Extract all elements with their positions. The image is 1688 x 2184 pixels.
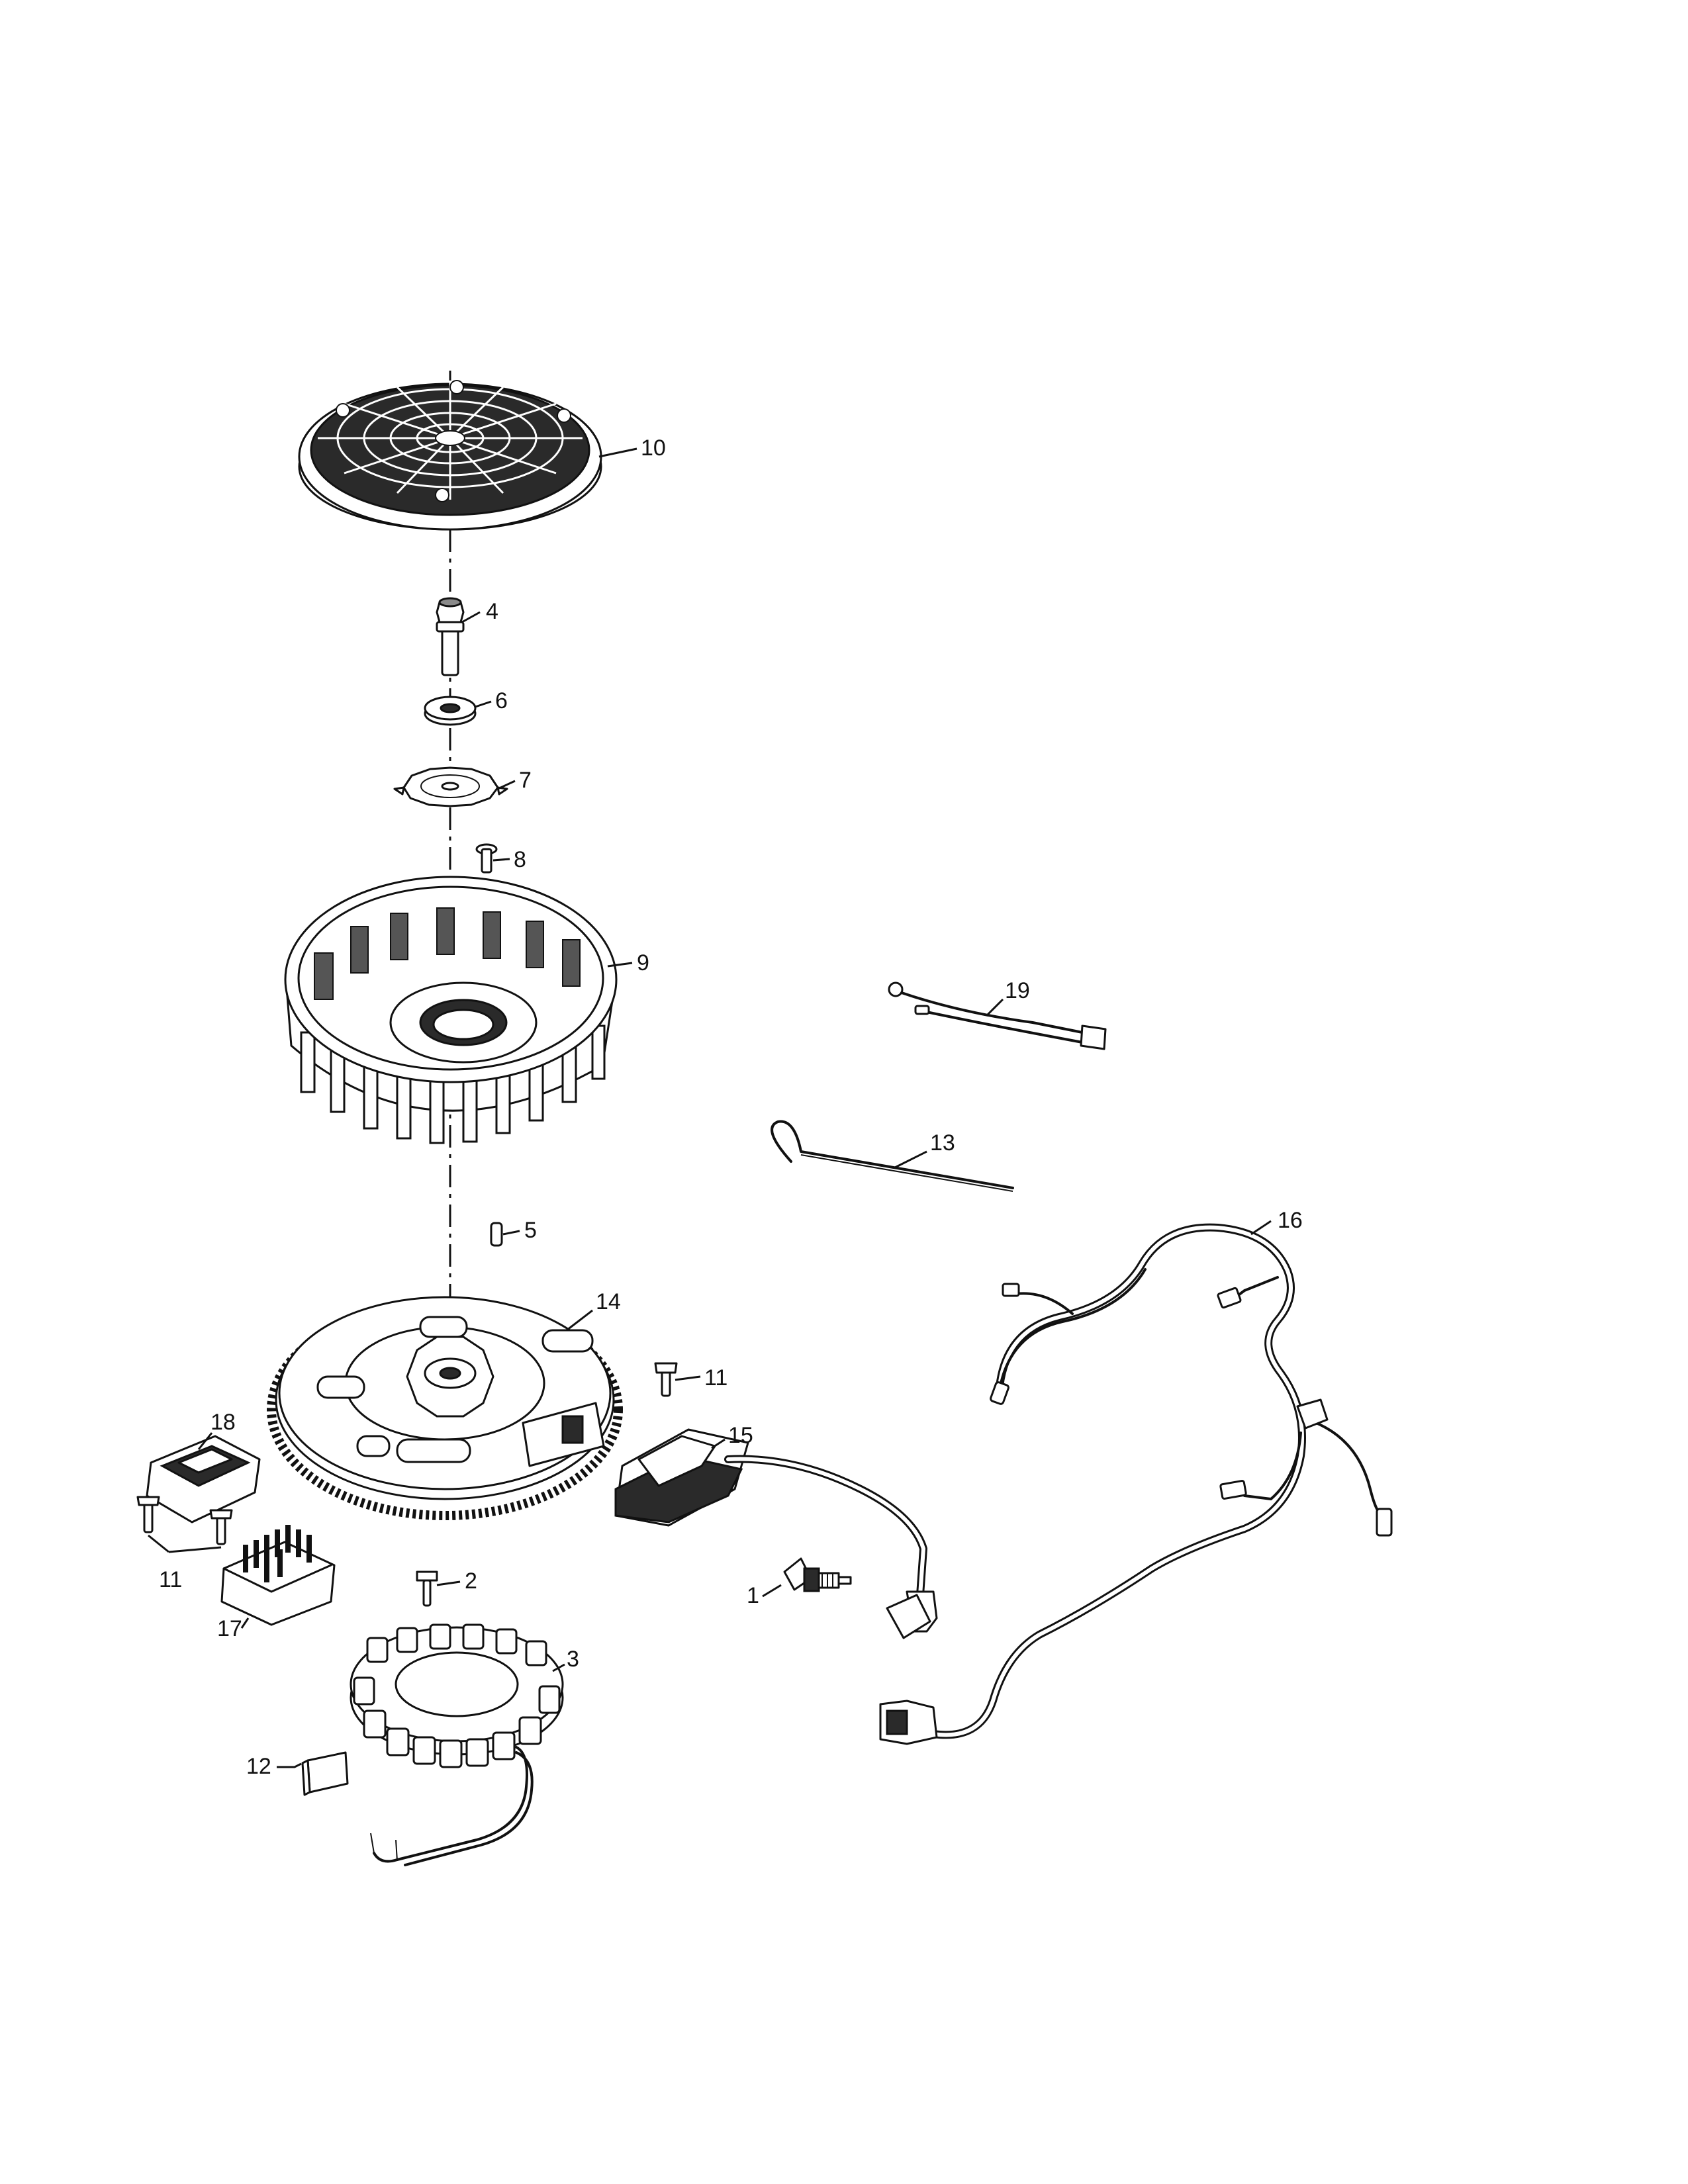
leader-15 — [711, 1438, 726, 1449]
leader-12 — [277, 1762, 302, 1768]
rectifier-part-18 — [146, 1435, 261, 1524]
leader-13 — [893, 1150, 927, 1169]
leader-18 — [197, 1432, 213, 1450]
leader-11a-1 — [148, 1534, 169, 1553]
washer-part — [424, 696, 477, 726]
leader-11a-2 — [168, 1546, 222, 1553]
callout-9: 9 — [637, 950, 649, 976]
callout-16: 16 — [1278, 1208, 1303, 1233]
leader-3 — [552, 1663, 565, 1672]
regulator-part-17 — [220, 1525, 336, 1626]
stator-part — [350, 1623, 564, 1866]
leader-7 — [497, 780, 516, 790]
leader-2 — [436, 1580, 461, 1586]
leader-6 — [475, 700, 492, 708]
leader-19 — [985, 998, 1004, 1017]
ground-wire-part — [888, 981, 1107, 1050]
callout-1: 1 — [747, 1583, 759, 1608]
screw-part-11-left — [136, 1496, 233, 1545]
callout-5: 5 — [524, 1218, 537, 1243]
flywheel-bolt-part — [436, 597, 465, 676]
callout-18: 18 — [211, 1410, 236, 1435]
callout-11b: 11 — [704, 1365, 727, 1390]
spacer-part-12 — [301, 1751, 349, 1796]
callout-7: 7 — [519, 768, 532, 793]
spark-plug-part — [783, 1557, 852, 1592]
leader-4 — [461, 611, 481, 623]
screw-part-2 — [416, 1570, 438, 1607]
callout-4: 4 — [486, 599, 498, 624]
callout-14: 14 — [596, 1289, 621, 1314]
screw-part-11-right — [654, 1362, 678, 1397]
callout-19: 19 — [1005, 978, 1030, 1003]
leader-10 — [598, 447, 637, 458]
cooling-fan-part — [284, 876, 618, 1144]
ignition-module-part — [614, 1428, 938, 1639]
leader-17 — [240, 1617, 250, 1629]
leader-14 — [566, 1309, 593, 1332]
wiring-harness-part — [879, 1223, 1393, 1745]
leader-1 — [762, 1584, 782, 1598]
leader-11b — [675, 1375, 701, 1381]
cable-tie-part — [771, 1120, 1014, 1192]
fan-screen-part — [298, 380, 602, 531]
fan-retainer-part — [393, 766, 508, 807]
callout-8: 8 — [514, 847, 526, 872]
callout-10: 10 — [641, 435, 666, 461]
callout-11a: 11 — [159, 1567, 182, 1592]
leader-9 — [607, 962, 633, 968]
callout-15: 15 — [728, 1423, 753, 1448]
screw-part-8 — [475, 843, 498, 874]
callout-12: 12 — [246, 1754, 271, 1779]
flywheel-key-part — [490, 1222, 503, 1247]
callout-2: 2 — [465, 1569, 477, 1594]
callout-3: 3 — [567, 1647, 579, 1672]
leader-8 — [492, 858, 510, 862]
leader-16 — [1250, 1220, 1272, 1236]
flywheel-part — [267, 1296, 623, 1520]
callout-6: 6 — [495, 688, 508, 713]
leader-5 — [502, 1230, 520, 1236]
callout-17: 17 — [217, 1616, 242, 1641]
callout-13: 13 — [930, 1130, 955, 1156]
